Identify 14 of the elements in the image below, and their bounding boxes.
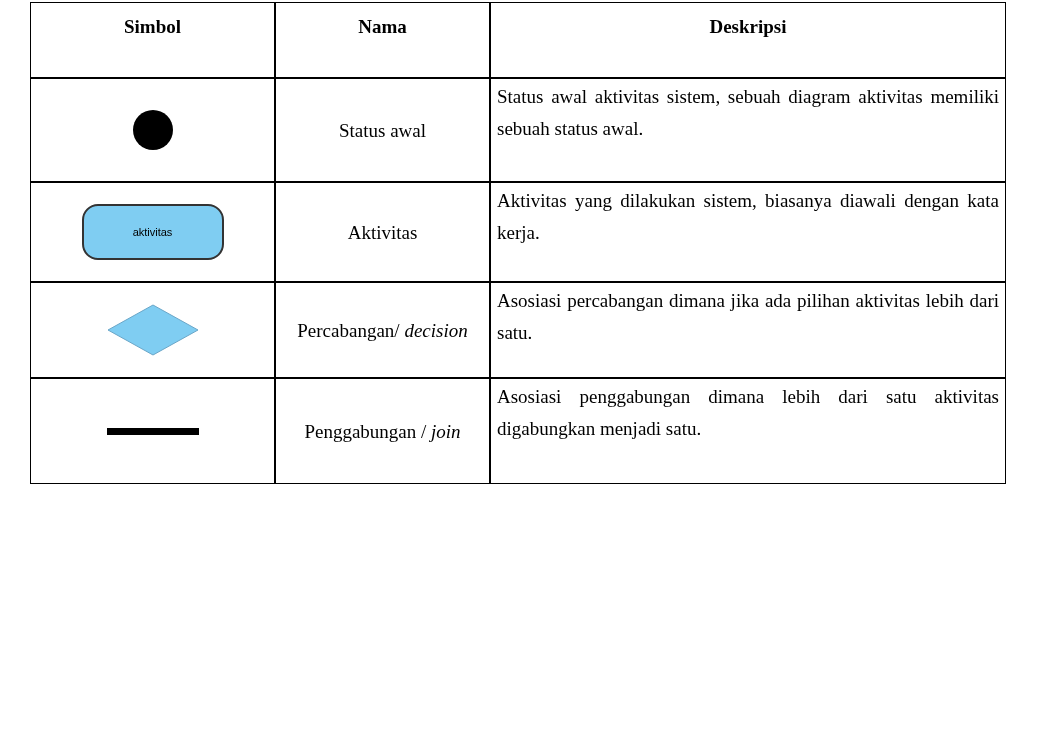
join-bar — [106, 427, 199, 435]
description-text: Aktivitas yang dilakukan sistem, biasanya diawali dengan kata kerja. — [497, 189, 999, 245]
symbol-name: Penggabungan / join — [304, 419, 461, 444]
column-header: Deskripsi — [709, 15, 787, 39]
symbol-name: Aktivitas — [347, 220, 418, 245]
activity-box: aktivitas — [81, 204, 224, 260]
symbol-name: Percabangan/ decision — [297, 318, 468, 343]
decision-diamond — [106, 304, 199, 356]
column-header: Simbol — [124, 15, 181, 39]
description-text: Asosiasi percabangan dimana jika ada pilihan aktivitas lebih dari satu. — [497, 289, 999, 345]
symbol-name: Status awal — [338, 118, 427, 143]
column-header: Nama — [358, 15, 407, 39]
description-text: Status awal aktivitas sistem, sebuah diagram aktivitas memiliki sebuah status awal. — [497, 85, 999, 141]
description-text: Asosiasi penggabungan dimana lebih dari satu aktivitas digabungkan menjadi satu. — [497, 385, 999, 441]
